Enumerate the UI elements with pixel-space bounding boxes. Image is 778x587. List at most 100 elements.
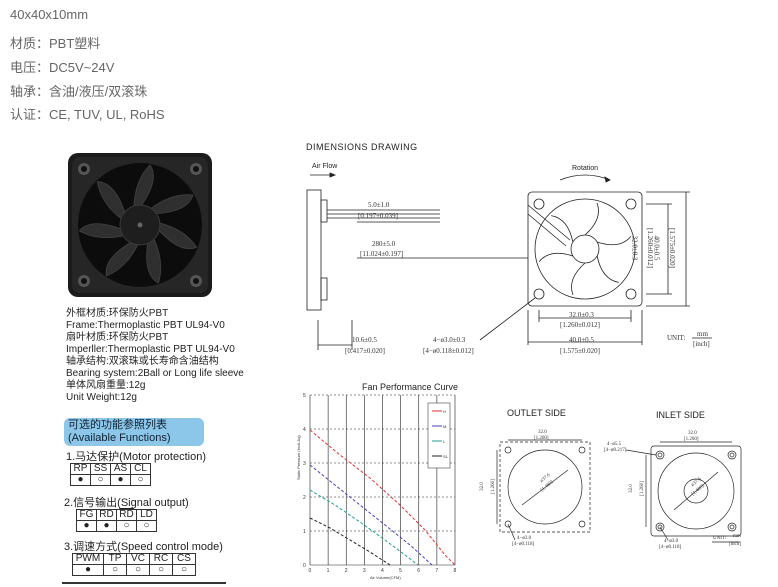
signal-option-rd-bar: RD	[116, 509, 137, 521]
outlet-pitch-top: 32.0	[538, 430, 547, 435]
curve-series-line	[309, 489, 419, 566]
dim-mount-hole-inch: [4−ø0.118±0.012]	[423, 347, 474, 355]
curve-xtick: 0	[309, 568, 312, 574]
spec-voltage: 电压：DC5V~24V	[10, 60, 115, 75]
motor-option-rp: RP	[70, 463, 91, 475]
signal-mark-rd-bar: ○	[116, 520, 137, 532]
weight-en: Unit Weight:12g	[66, 392, 137, 403]
unit-mm: mm	[697, 330, 708, 338]
curve-series-line	[309, 464, 433, 566]
inlet-side-title: INLET SIDE	[656, 410, 705, 420]
speed-control-heading: 3.调速方式(Speed control mode)	[64, 541, 223, 553]
spec-certification: 认证：CE, TUV, UL, RoHS	[10, 107, 165, 122]
dim-width-inch: [1.575±0.020]	[560, 347, 601, 355]
available-functions-badge: 可选的功能参照列表 (Available Functions)	[64, 418, 204, 446]
dim-hole-pitch-h-inch: [1.260±0.012]	[560, 321, 601, 329]
spec-size: 40x40x10mm	[10, 7, 89, 22]
functions-title-cn: 可选的功能参照列表	[68, 419, 167, 431]
outlet-pitch-side-inch: [1.260]	[490, 479, 496, 494]
dim-lead-280: 280±5.0	[372, 240, 396, 248]
signal-option-ld: LD	[136, 509, 157, 521]
outlet-hole-inch: [4−ø0.118]	[512, 542, 535, 547]
dim-height-inch: [1.575±0.020]	[668, 227, 677, 269]
curve-ylabel: Static Pressure (Inch-Aq)	[296, 435, 301, 480]
unit-label: UNIT:	[667, 334, 686, 342]
signal-option-fg: FG	[76, 509, 97, 521]
bearing-en: Bearing system:2Ball or Long life sleeve	[66, 368, 244, 379]
inlet-pitch-side-inch: [1.260]	[639, 481, 645, 496]
airflow-label: Air Flow	[312, 163, 338, 170]
curve-legend-label: M	[443, 424, 446, 429]
material-impeller-en: Imperller:Thermoplastic PBT UL94-V0	[66, 344, 235, 355]
speed-option-cs: CS	[172, 553, 196, 565]
spec-bearing: 轴承：含油/液压/双滚珠	[10, 84, 148, 99]
outlet-side-title: OUTLET SIDE	[507, 408, 566, 418]
dim-thickness: 10.6±0.5	[352, 336, 377, 344]
motor-mark-cl: ○	[130, 474, 151, 486]
inlet-unit-label: UNIT:	[713, 536, 727, 541]
inlet-pitch-side: 32.0	[628, 484, 634, 493]
speed-option-tp: TP	[103, 553, 127, 565]
signal-mark-rd: ●	[96, 520, 117, 532]
dim-hole-pitch-h: 32.0±0.3	[569, 311, 594, 319]
curve-xtick: 2	[345, 568, 348, 574]
curve-xlabel: Air Volume(CFM)	[370, 575, 401, 580]
inlet-hole-small: 4−ø3.0	[664, 539, 679, 544]
curve-ytick: 0	[303, 563, 306, 569]
dim-lead-280-inch: [11.024±0.197]	[360, 250, 404, 258]
signal-mark-ld: ○	[136, 520, 157, 532]
motor-protection-table: RP SS AS CL ● ○ ● ○	[70, 463, 151, 486]
spec-material: 材质：PBT塑料	[10, 36, 101, 51]
speed-mark-vc: ○	[126, 564, 150, 576]
speed-control-table: PWM TP VC RC CS ● ○ ○ ○ ○	[72, 553, 196, 576]
signal-option-rd: RD	[96, 509, 117, 521]
curve-series-line	[309, 429, 456, 566]
speed-mark-cs: ○	[172, 564, 196, 576]
curve-legend-label: SL	[443, 454, 449, 459]
speed-mark-pwm: ●	[72, 564, 104, 576]
curve-title: Fan Performance Curve	[362, 382, 459, 392]
speed-option-rc: RC	[149, 553, 173, 565]
speed-mark-tp: ○	[103, 564, 127, 576]
speed-option-pwm: PWM	[72, 553, 104, 565]
curve-xtick: 4	[381, 568, 384, 574]
material-frame-cn: 外框材质:环保防火PBT	[66, 308, 169, 319]
inlet-hole-large-inch: [4−ø0.217]	[604, 448, 627, 453]
inlet-hole-large: 4−ø5.5	[607, 442, 622, 447]
curve-xtick: 6	[417, 568, 420, 574]
motor-mark-ss: ○	[90, 474, 111, 486]
dim-thickness-inch: [0.417±0.020]	[345, 347, 386, 355]
dim-hole-pitch-v: 32.0±0.3	[630, 235, 639, 261]
bottom-rule	[62, 582, 226, 584]
signal-output-heading: 2.信号输出(Signal output)	[64, 497, 189, 509]
curve-xtick: 8	[454, 568, 457, 574]
curve-legend-label: L	[443, 439, 446, 444]
motor-option-ss: SS	[90, 463, 111, 475]
signal-output-table: FG RD RD LD ● ● ○ ○	[76, 509, 157, 532]
outlet-pitch-side: 32.0	[479, 482, 485, 491]
curve-series-line	[309, 517, 391, 566]
outlet-pitch-top-inch: [1.260]	[534, 436, 549, 441]
motor-mark-rp: ●	[70, 474, 91, 486]
inlet-pitch-top: 32.0	[688, 431, 697, 436]
signal-mark-fg: ●	[76, 520, 97, 532]
outlet-hole: 4−ø3.0	[517, 536, 532, 541]
curve-legend-label: H	[443, 409, 446, 414]
functions-title-en: (Available Functions)	[68, 432, 171, 444]
weight-cn: 单体风扇重量:12g	[66, 380, 146, 391]
inlet-pitch-top-inch: [1.260]	[684, 437, 699, 442]
curve-xtick: 7	[435, 568, 438, 574]
speed-option-vc: VC	[126, 553, 150, 565]
dim-width: 40.0±0.5	[569, 336, 594, 344]
speed-mark-rc: ○	[149, 564, 173, 576]
dim-lead-5-inch: [0.197±0.039]	[358, 212, 399, 220]
material-impeller-cn: 扇叶材质:环保防火PBT	[66, 332, 169, 343]
curve-xtick: 1	[327, 568, 330, 574]
curve-ytick: 3	[303, 461, 306, 467]
curve-xtick: 5	[399, 568, 402, 574]
inlet-unit-inch: [inch]	[729, 542, 741, 547]
curve-ytick: 5	[303, 393, 306, 399]
motor-protection-heading: 1.马达保护(Motor protection)	[66, 451, 206, 463]
inlet-hole-small-inch: [4−ø0.118]	[659, 545, 682, 550]
motor-option-as: AS	[110, 463, 131, 475]
